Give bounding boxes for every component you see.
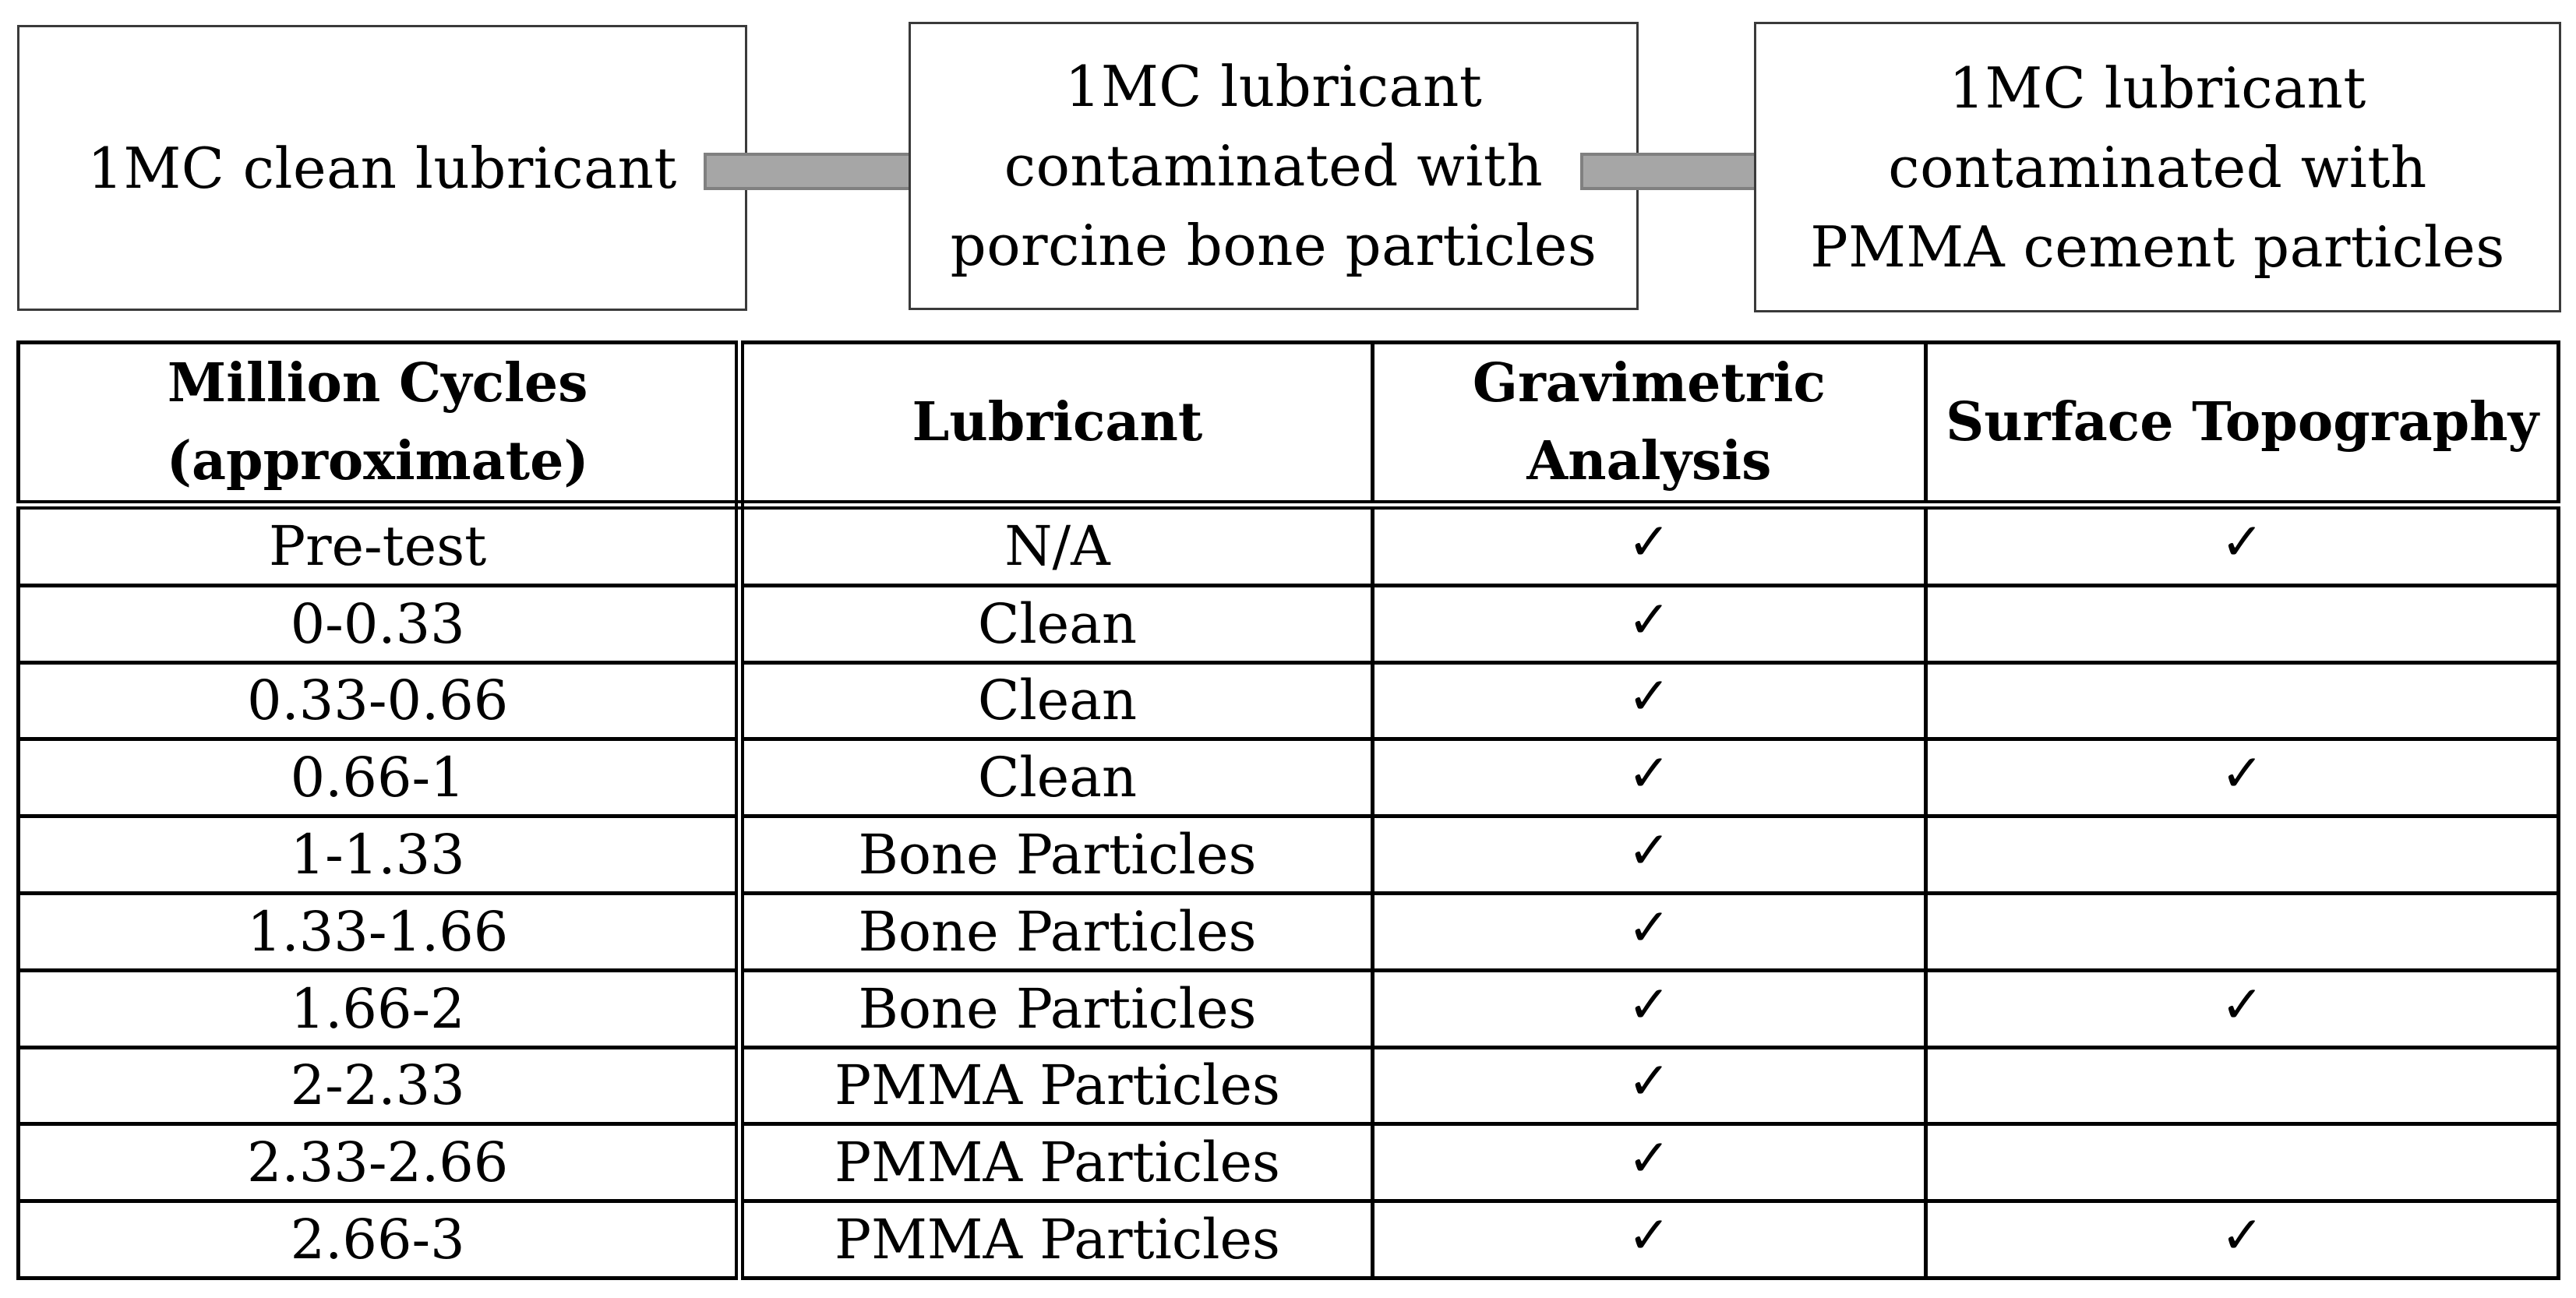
cell-gravimetric-analysis: ✓ xyxy=(1370,1122,1928,1204)
cell-surface-topography xyxy=(1924,1122,2560,1204)
cell-million-cycles: 1.66-2 xyxy=(16,968,745,1049)
cell-surface-topography xyxy=(1924,1045,2560,1127)
cell-surface-topography: ✓ xyxy=(1924,737,2560,819)
cell-surface-topography: ✓ xyxy=(1924,1199,2560,1280)
cell-million-cycles: 2.33-2.66 xyxy=(16,1122,745,1204)
column-header-lubricant: Lubricant xyxy=(737,340,1374,510)
cell-lubricant: Bone Particles xyxy=(737,891,1374,972)
flow-step-bone-particles: 1MC lubricant contaminated with porcine … xyxy=(909,22,1639,310)
test-schedule-table-container: Million Cycles (approximate) Lubricant G… xyxy=(16,340,2560,1280)
flow-step-pmma-particles: 1MC lubricant contaminated with PMMA cem… xyxy=(1754,22,2561,312)
checkmark-icon: ✓ xyxy=(1627,743,1671,804)
cell-surface-topography: ✓ xyxy=(1924,503,2560,587)
cell-million-cycles: 0-0.33 xyxy=(16,583,745,665)
cell-million-cycles: 2-2.33 xyxy=(16,1045,745,1127)
checkmark-icon: ✓ xyxy=(1627,589,1671,650)
cell-million-cycles: 0.66-1 xyxy=(16,737,745,819)
checkmark-icon: ✓ xyxy=(1627,974,1671,1035)
checkmark-icon: ✓ xyxy=(2220,743,2264,804)
cell-lubricant: PMMA Particles xyxy=(737,1122,1374,1204)
checkmark-icon: ✓ xyxy=(1627,820,1671,881)
flow-step-line: 1MC lubricant xyxy=(1949,55,2366,121)
flow-step-line: 1MC lubricant xyxy=(1064,54,1483,119)
flow-step-line: PMMA cement particles xyxy=(1810,213,2505,280)
checkmark-icon: ✓ xyxy=(1627,897,1671,958)
test-schedule-table: Million Cycles (approximate) Lubricant G… xyxy=(16,340,2560,1280)
flow-step-line: contaminated with xyxy=(1004,133,1544,199)
checkmark-icon: ✓ xyxy=(1627,512,1671,573)
header-line: Million Cycles xyxy=(167,352,588,414)
cell-surface-topography xyxy=(1924,660,2560,742)
flow-step-line: contaminated with xyxy=(1888,134,2427,200)
flow-step-text: 1MC clean lubricant xyxy=(87,129,677,208)
cell-million-cycles: Pre-test xyxy=(16,503,745,587)
column-header-surface-topography: Surface Topography xyxy=(1924,340,2560,510)
header-line: Gravimetric xyxy=(1472,352,1826,414)
header-line: Analysis xyxy=(1526,430,1772,492)
cell-gravimetric-analysis: ✓ xyxy=(1370,1199,1928,1280)
column-header-gravimetric-analysis: Gravimetric Analysis xyxy=(1370,340,1928,510)
header-line: Surface Topography xyxy=(1946,391,2539,453)
cell-million-cycles: 2.66-3 xyxy=(16,1199,745,1280)
checkmark-icon: ✓ xyxy=(1627,1128,1671,1189)
header-line: Lubricant xyxy=(912,391,1203,453)
checkmark-icon: ✓ xyxy=(1627,1051,1671,1112)
column-header-million-cycles: Million Cycles (approximate) xyxy=(16,340,745,510)
checkmark-icon: ✓ xyxy=(2220,974,2264,1035)
flow-step-line: porcine bone particles xyxy=(950,213,1597,278)
cell-million-cycles: 1-1.33 xyxy=(16,814,745,895)
cell-gravimetric-analysis: ✓ xyxy=(1370,660,1928,742)
cell-million-cycles: 1.33-1.66 xyxy=(16,891,745,972)
cell-gravimetric-analysis: ✓ xyxy=(1370,737,1928,819)
cell-lubricant: Clean xyxy=(737,737,1374,819)
cell-lubricant: Clean xyxy=(737,660,1374,742)
cell-lubricant: PMMA Particles xyxy=(737,1199,1374,1280)
cell-gravimetric-analysis: ✓ xyxy=(1370,814,1928,895)
checkmark-icon: ✓ xyxy=(2220,512,2264,573)
cell-surface-topography xyxy=(1924,814,2560,895)
cell-surface-topography xyxy=(1924,583,2560,665)
checkmark-icon: ✓ xyxy=(1627,666,1671,727)
cell-lubricant: Bone Particles xyxy=(737,968,1374,1049)
cell-gravimetric-analysis: ✓ xyxy=(1370,1045,1928,1127)
flow-step-text: 1MC lubricant contaminated with porcine … xyxy=(951,47,1597,285)
cell-gravimetric-analysis: ✓ xyxy=(1370,583,1928,665)
flow-step-line: 1MC clean lubricant xyxy=(87,135,677,201)
cell-lubricant: Clean xyxy=(737,583,1374,665)
flow-step-text: 1MC lubricant contaminated with PMMA cem… xyxy=(1810,48,2505,287)
cell-gravimetric-analysis: ✓ xyxy=(1370,968,1928,1049)
checkmark-icon: ✓ xyxy=(1627,1205,1671,1266)
checkmark-icon: ✓ xyxy=(2220,1205,2264,1266)
cell-gravimetric-analysis: ✓ xyxy=(1370,503,1928,587)
table-header-row: Million Cycles (approximate) Lubricant G… xyxy=(16,340,2560,510)
cell-lubricant: Bone Particles xyxy=(737,814,1374,895)
cell-surface-topography: ✓ xyxy=(1924,968,2560,1049)
flow-step-clean-lubricant: 1MC clean lubricant xyxy=(17,25,747,311)
header-line: (approximate) xyxy=(166,430,589,492)
cell-lubricant: N/A xyxy=(737,503,1374,587)
cell-surface-topography xyxy=(1924,891,2560,972)
cell-gravimetric-analysis: ✓ xyxy=(1370,891,1928,972)
cell-lubricant: PMMA Particles xyxy=(737,1045,1374,1127)
cell-million-cycles: 0.33-0.66 xyxy=(16,660,745,742)
